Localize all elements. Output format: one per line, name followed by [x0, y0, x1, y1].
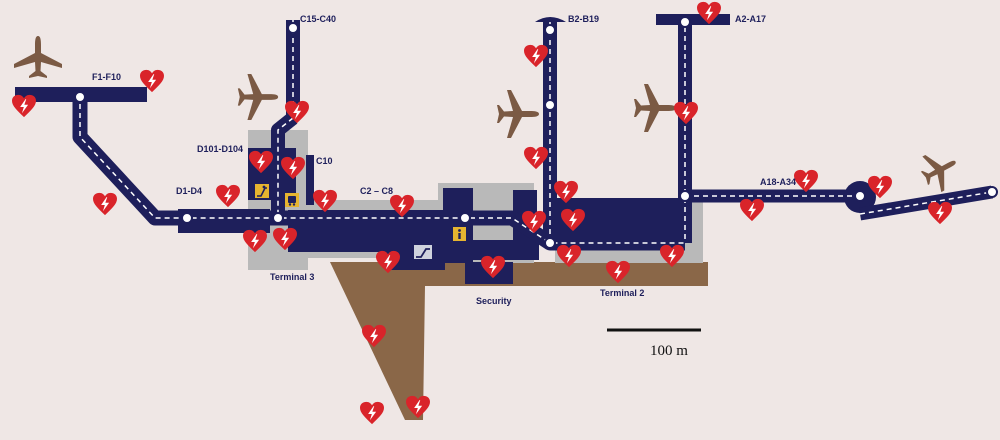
junction-node	[287, 22, 299, 34]
junction-node	[679, 190, 691, 202]
airplane-icon	[14, 36, 62, 78]
escalator-icon	[255, 184, 269, 198]
airplanes	[14, 36, 966, 197]
aed-heart-icon	[360, 401, 384, 425]
walkway-dash-lines	[79, 18, 993, 244]
junction-node	[272, 212, 284, 224]
terminal-3-label: Terminal 3	[270, 272, 315, 282]
gate-label-d1-d4: D1-D4	[176, 186, 203, 196]
gate-label-c10: C10	[316, 156, 333, 166]
bus-icon	[285, 193, 299, 207]
junction-node	[459, 212, 471, 224]
apron-structures	[330, 262, 708, 420]
scale-bar-label: 100 m	[650, 343, 688, 359]
gate-label-b2-b19: B2-B19	[568, 14, 600, 24]
airplane-icon	[237, 73, 279, 121]
junction-node	[986, 186, 998, 198]
terminal-2-label: Terminal 2	[600, 288, 645, 298]
junction-node	[544, 237, 556, 249]
junction-node	[74, 91, 86, 103]
aed-heart-icon	[216, 184, 240, 208]
junction-node	[181, 212, 193, 224]
junction-node	[854, 190, 866, 202]
airplane-icon	[914, 143, 966, 197]
info-icon	[453, 227, 466, 241]
junction-node	[544, 99, 556, 111]
junction-node	[679, 16, 691, 28]
escalator-icon	[414, 245, 432, 259]
security-label: Security	[476, 296, 512, 306]
airplane-icon	[634, 84, 676, 132]
gate-label-c15-c40: C15-C40	[300, 14, 337, 24]
aed-heart-icon	[93, 192, 117, 216]
walkway-junction-nodes	[74, 16, 998, 249]
junction-node	[544, 24, 556, 36]
gate-label-c2-c8: C2 – C8	[360, 186, 394, 196]
navy-terminal-buildings	[15, 14, 876, 284]
airplane-icon	[497, 90, 539, 138]
gate-label-d101-d104: D101-D104	[197, 144, 244, 154]
aed-heart-icon	[794, 169, 818, 193]
gate-label-a18-a34: A18-A34	[760, 177, 797, 187]
gate-label-a2-a17: A2-A17	[735, 14, 767, 24]
facility-icons	[255, 184, 466, 259]
gate-label-f1-f10: F1-F10	[92, 72, 122, 82]
